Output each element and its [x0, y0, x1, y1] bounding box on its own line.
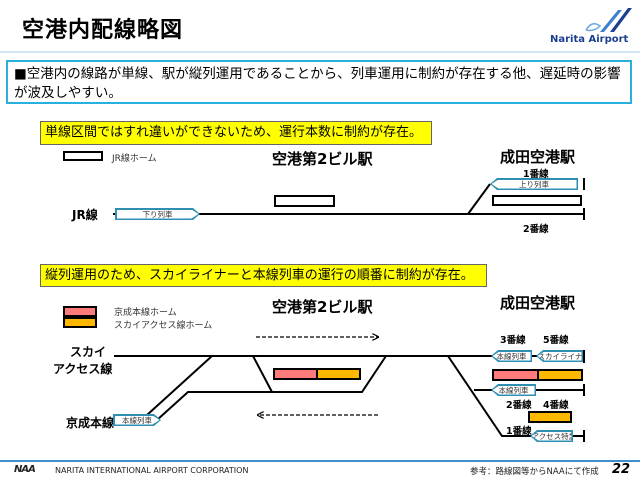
legend-sky-platform	[63, 317, 97, 328]
callout-tandem: 縦列運用のため、スカイライナーと本線列車の運行の順番に制約が存在。	[40, 264, 487, 287]
platform-narita-sky-2	[528, 411, 572, 423]
station-narita-keisei: 成田空港駅	[500, 294, 576, 312]
train-keisei-main: 本線列車	[113, 414, 161, 426]
narita-airport-logo: Narita Airport	[548, 4, 634, 48]
page-title: 空港内配線略図	[22, 18, 184, 43]
legend-jr-label: JR線ホーム	[112, 154, 157, 164]
footer-divider	[0, 460, 640, 462]
train-skyliner: スカイライナー	[536, 350, 583, 362]
jr-branch-track	[467, 183, 491, 215]
platform-narita-keisei	[492, 369, 539, 381]
keisei-line-label: 京成本線	[66, 416, 115, 430]
platform-t2-sky	[316, 368, 361, 380]
platform-narita-sky	[537, 369, 583, 381]
platform-t2-keisei	[273, 368, 318, 380]
page-number: 22	[612, 462, 631, 477]
track-2-keisei-label: 2番線	[506, 400, 532, 411]
train-down: 下り列車	[115, 208, 200, 220]
sky-access-label-1: スカイ	[70, 345, 107, 359]
naa-logo: NAA	[14, 464, 36, 475]
platform-narita-jr	[492, 195, 582, 206]
legend-keisei-platform	[63, 306, 97, 317]
airport-logo-icon	[585, 8, 632, 32]
legend-sky-label: スカイアクセス線ホーム	[114, 321, 213, 331]
train-main-track3: 本線列車	[491, 350, 532, 362]
keisei-main-track	[156, 355, 387, 421]
platform-t2-jr	[274, 195, 335, 207]
corporation-name: NARITA INTERNATIONAL AIRPORT CORPORATION	[55, 466, 249, 475]
track-2-label: 2番線	[523, 224, 549, 235]
sky-access-label-2: アクセス線	[53, 362, 113, 376]
header-divider	[0, 51, 640, 53]
track-4-label: 4番線	[543, 400, 569, 411]
callout-single-track: 単線区間ではすれ違いができないため、運行本数に制約が存在。	[40, 121, 432, 145]
train-main-track2: 本線列車	[491, 384, 536, 396]
legend-keisei-label: 京成本線ホーム	[114, 308, 177, 318]
station-t2-keisei: 空港第2ビル駅	[272, 298, 373, 316]
track-1-keisei-label: 1番線	[506, 426, 532, 437]
track-3-label: 3番線	[500, 335, 526, 346]
train-up: 上り列車	[490, 178, 578, 190]
logo-text: Narita Airport	[550, 34, 629, 45]
track-1-label: 1番線	[523, 169, 549, 180]
t2-crossover-outer	[146, 355, 213, 416]
jr-line-label: JR線	[72, 208, 98, 222]
station-narita-jr: 成田空港駅	[500, 148, 576, 166]
station-t2-jr: 空港第2ビル駅	[272, 150, 373, 168]
train-access-express: アクセス特急	[530, 430, 573, 442]
track-5-label: 5番線	[543, 335, 569, 346]
summary-box: ■空港内の線路が単線、駅が縦列運用であることから、列車運用に制約が存在する他、遅…	[6, 60, 632, 104]
legend-jr-platform	[63, 151, 103, 161]
source-note: 参考：路線図等からNAAにて作成	[470, 467, 599, 477]
